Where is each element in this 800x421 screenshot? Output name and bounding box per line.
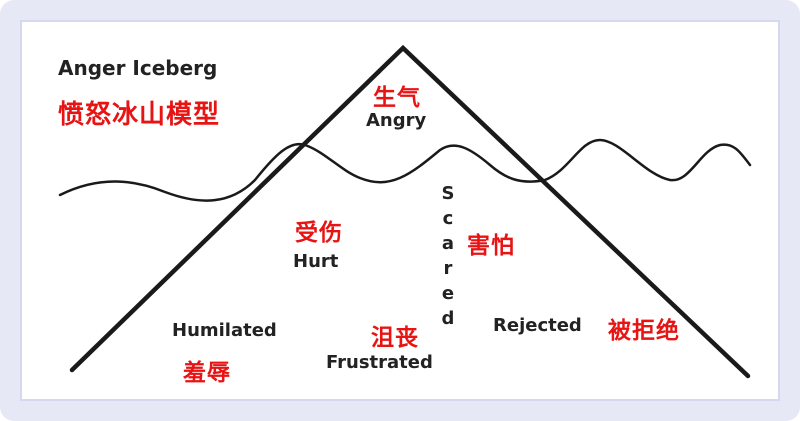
title-english: Anger Iceberg bbox=[58, 56, 218, 80]
water-line bbox=[58, 138, 752, 202]
label-hurt-chinese: 受伤 bbox=[295, 220, 343, 246]
label-frustrated: Frustrated bbox=[326, 352, 433, 373]
label-scared-vertical: Scared bbox=[436, 183, 459, 333]
label-frustrated-chinese: 沮丧 bbox=[371, 325, 419, 351]
label-angry-chinese: 生气 bbox=[373, 85, 421, 111]
label-hurt: Hurt bbox=[293, 251, 339, 272]
label-scared-chinese: 害怕 bbox=[467, 233, 515, 259]
label-scared: Scared bbox=[437, 183, 459, 333]
label-rejected: Rejected bbox=[493, 315, 582, 336]
label-humiliated: Humilated bbox=[172, 320, 277, 341]
label-angry: Angry bbox=[366, 110, 427, 131]
iceberg-outline bbox=[69, 44, 751, 379]
label-humiliated-chinese: 羞辱 bbox=[183, 360, 231, 386]
diagram-panel bbox=[22, 22, 778, 399]
title-chinese: 愤怒冰山模型 bbox=[58, 100, 221, 130]
label-rejected-chinese: 被拒绝 bbox=[608, 318, 680, 344]
